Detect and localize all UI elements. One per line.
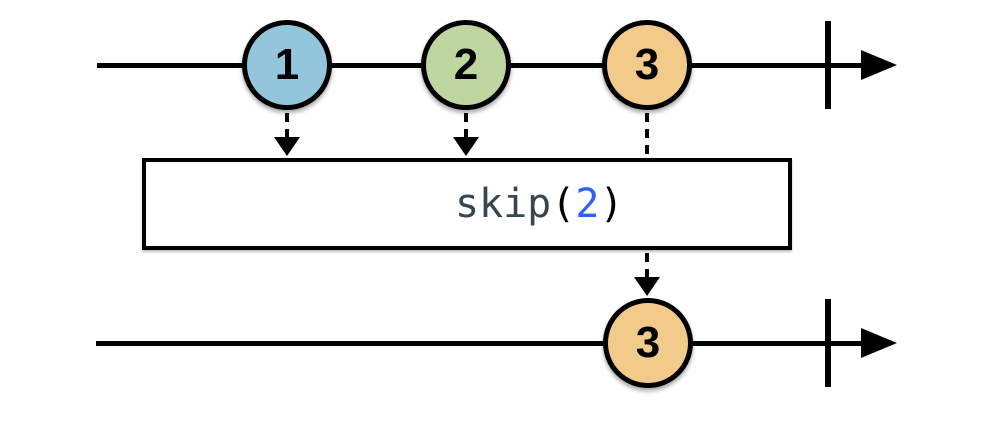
operator-close-paren: ) xyxy=(599,181,624,227)
output-marble-3-value: 3 xyxy=(635,318,661,367)
operator-label: skip(2) xyxy=(310,135,624,273)
connector-marble3-arrowhead-icon xyxy=(634,277,660,296)
input-marble-2: 2 xyxy=(421,20,511,110)
output-complete-bar xyxy=(825,299,831,387)
operator-box: skip(2) xyxy=(142,158,792,250)
connector-marble3-dashes-in xyxy=(645,113,649,158)
input-marble-1: 1 xyxy=(242,20,332,110)
input-marble-3: 3 xyxy=(602,20,692,110)
input-complete-bar xyxy=(825,21,831,109)
connector-marble3-dashes-out xyxy=(645,253,649,279)
output-timeline-arrowhead-icon xyxy=(861,328,897,358)
input-marble-3-value: 3 xyxy=(634,40,660,89)
connector-marble2-dashes xyxy=(464,113,468,139)
connector-marble1-arrowhead-icon xyxy=(274,137,300,156)
output-marble-3: 3 xyxy=(603,298,693,388)
output-timeline-line xyxy=(96,341,863,346)
operator-open-paren: ( xyxy=(551,181,576,227)
input-timeline-arrowhead-icon xyxy=(861,50,897,80)
connector-marble1-dashes xyxy=(285,113,289,139)
connector-marble2-arrowhead-icon xyxy=(453,137,479,156)
operator-argument: 2 xyxy=(575,181,600,227)
input-marble-2-value: 2 xyxy=(453,40,479,89)
operator-function-name: skip xyxy=(454,181,552,227)
input-marble-1-value: 1 xyxy=(274,40,300,89)
